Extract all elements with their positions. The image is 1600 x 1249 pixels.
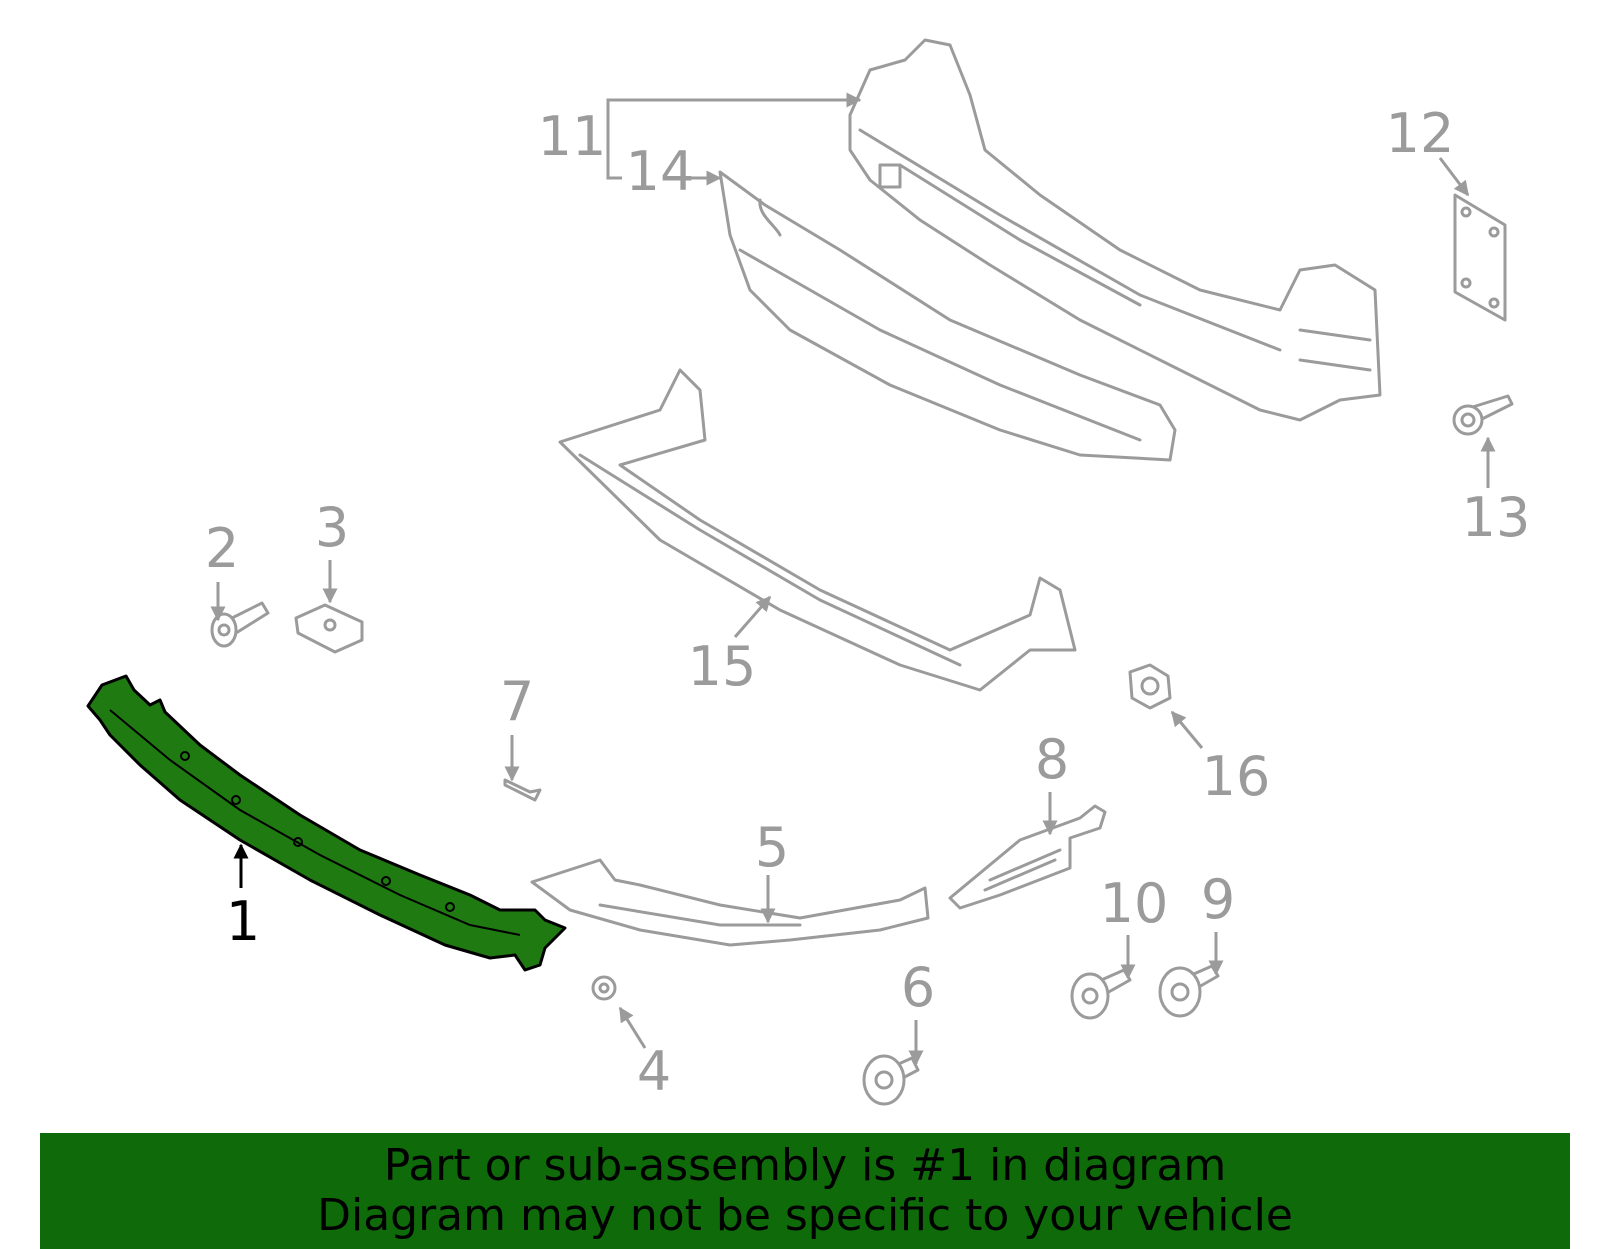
part-6-push-pin[interactable]	[862, 1054, 920, 1106]
leader-lines	[210, 92, 1496, 1066]
callout-12: 12	[1386, 102, 1455, 165]
callout-9: 9	[1201, 868, 1235, 931]
part-1-bumper-bracket-selected[interactable]	[86, 674, 567, 972]
part-5-lower-support[interactable]	[530, 858, 930, 947]
part-9-push-pin[interactable]	[1158, 964, 1220, 1018]
part-2-bolt[interactable]	[210, 601, 270, 648]
callout-16: 16	[1202, 745, 1271, 808]
part-10-push-pin[interactable]	[1070, 968, 1132, 1020]
callout-2: 2	[205, 517, 239, 580]
callout-15: 15	[688, 635, 757, 698]
part-3-clip-nut[interactable]	[294, 603, 364, 654]
banner-line-2: Diagram may not be specific to your vehi…	[317, 1190, 1293, 1241]
callout-11: 11	[538, 105, 607, 168]
callout-6: 6	[901, 956, 935, 1019]
callout-8: 8	[1035, 728, 1069, 791]
part-7-clip[interactable]	[503, 778, 542, 802]
part-15-lower-stiffener[interactable]	[558, 368, 1077, 692]
part-13-bolt[interactable]	[1452, 394, 1514, 436]
callout-1: 1	[226, 890, 260, 953]
part-14-energy-absorber[interactable]	[718, 170, 1177, 462]
part-4-washer[interactable]	[591, 975, 617, 1001]
callout-14: 14	[626, 140, 695, 203]
part-12-plate[interactable]	[1453, 193, 1507, 322]
callout-10: 10	[1100, 872, 1169, 935]
info-banner: Part or sub-assembly is #1 in diagram Di…	[40, 1133, 1570, 1249]
callout-5: 5	[755, 816, 789, 879]
callout-7: 7	[500, 670, 534, 733]
banner-line-1: Part or sub-assembly is #1 in diagram	[383, 1140, 1227, 1191]
part-16-nut[interactable]	[1128, 663, 1172, 710]
part-11-reinforcement-beam[interactable]	[848, 38, 1382, 422]
callout-13: 13	[1462, 486, 1531, 549]
part-8-bracket[interactable]	[948, 804, 1107, 910]
callout-3: 3	[315, 496, 349, 559]
callout-4: 4	[637, 1040, 671, 1103]
